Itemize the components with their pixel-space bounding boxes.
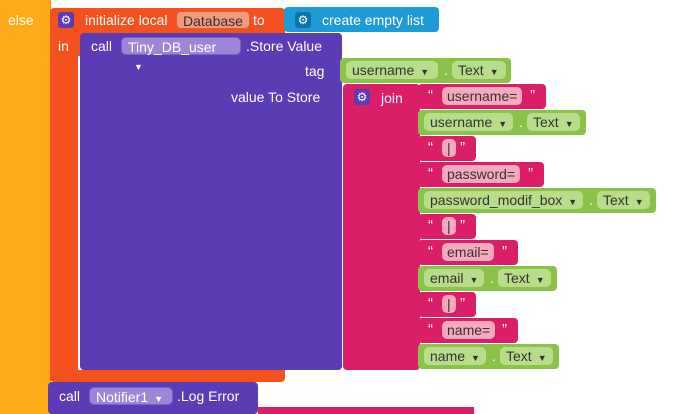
local-variable-name[interactable]: Database: [176, 11, 250, 29]
in-label: in: [58, 38, 69, 54]
gear-icon[interactable]: ⚙: [58, 12, 74, 28]
text-string-value[interactable]: name=: [442, 321, 496, 339]
text-string-block[interactable]: “ name= ”: [418, 318, 518, 343]
component-dropdown[interactable]: Tiny_DB_user ▼: [121, 37, 241, 72]
dot-separator: .: [444, 62, 448, 78]
getter-block[interactable]: name ▼. Text ▼: [418, 344, 559, 369]
getter-component-dropdown[interactable]: password_modif_box ▼: [424, 191, 584, 209]
chevron-down-icon: ▼: [537, 353, 547, 363]
log-error-method: .Log Error: [177, 388, 240, 404]
create-empty-list-label: create empty list: [322, 12, 424, 28]
close-quote: ”: [460, 139, 465, 156]
component-name: Tiny_DB_user: [128, 39, 217, 55]
text-string-block[interactable]: “ |”: [418, 214, 476, 239]
gear-icon[interactable]: ⚙: [354, 89, 370, 105]
getter-component-dropdown[interactable]: name ▼: [424, 347, 486, 365]
getter-component-dropdown[interactable]: username ▼: [424, 113, 514, 131]
getter-property-name: Text: [504, 270, 530, 286]
getter-property-dropdown[interactable]: Text ▼: [597, 191, 650, 209]
getter-property-name: Text: [533, 114, 559, 130]
chevron-down-icon: ▼: [471, 353, 480, 363]
close-quote: ”: [530, 87, 535, 104]
call-label: call: [91, 38, 113, 54]
dot-separator: .: [519, 114, 523, 130]
chevron-down-icon: ▼: [568, 197, 578, 207]
getter-property-dropdown[interactable]: Text ▼: [498, 269, 551, 287]
chevron-down-icon: ▼: [498, 119, 508, 129]
close-quote: ”: [460, 217, 465, 234]
chevron-down-icon: ▼: [564, 119, 574, 129]
getter-property-dropdown[interactable]: Text ▼: [527, 113, 580, 131]
join-block[interactable]: [343, 84, 420, 370]
dot-separator: .: [589, 192, 593, 208]
text-string-value[interactable]: email=: [442, 243, 494, 261]
join-label: join: [381, 90, 403, 106]
text-string-value[interactable]: |: [442, 139, 456, 157]
getter-property-name: Text: [506, 348, 532, 364]
close-quote: ”: [460, 295, 465, 312]
getter-property-name: Text: [603, 192, 629, 208]
getter-component-dropdown[interactable]: username▼: [346, 61, 438, 79]
getter-block[interactable]: password_modif_box ▼. Text ▼: [418, 188, 656, 213]
to-label: to: [253, 12, 265, 28]
chevron-down-icon: ▼: [634, 197, 644, 207]
text-string-value[interactable]: password=: [442, 165, 521, 183]
open-quote: “: [428, 243, 433, 260]
getter-property-dropdown[interactable]: Text ▼: [500, 347, 553, 365]
chevron-down-icon: ▼: [535, 275, 545, 285]
open-quote: “: [428, 165, 433, 182]
chevron-down-icon: ▼: [489, 67, 499, 77]
log-error-arg-block[interactable]: [258, 407, 474, 414]
tag-getter-block[interactable]: username▼ . Text▼: [340, 58, 511, 83]
getter-property-dropdown[interactable]: Text▼: [452, 61, 506, 79]
dot-separator: .: [490, 270, 494, 286]
getter-component-name: password_modif_box: [430, 192, 563, 208]
value-to-store-label: value To Store: [231, 89, 321, 105]
open-quote: “: [428, 217, 433, 234]
dot-separator: .: [492, 348, 496, 364]
chevron-down-icon: ▼: [134, 62, 143, 72]
text-string-value[interactable]: |: [442, 217, 456, 235]
close-quote: ”: [528, 165, 533, 182]
getter-component-name: name: [430, 348, 466, 364]
text-string-block[interactable]: “ username= ”: [418, 84, 546, 109]
notifier-dropdown[interactable]: Notifier1▼: [89, 387, 173, 405]
call-label: call: [59, 388, 81, 404]
getter-component-name: username: [430, 114, 493, 130]
store-value-method: .Store Value: [246, 38, 323, 54]
text-string-block[interactable]: “ email= ”: [418, 240, 518, 265]
initialize-local-label: initialize local: [85, 12, 168, 28]
open-quote: “: [428, 139, 433, 156]
close-quote: ”: [502, 243, 507, 260]
getter-block[interactable]: username ▼. Text ▼: [418, 110, 586, 135]
open-quote: “: [428, 87, 433, 104]
text-string-value[interactable]: |: [442, 295, 456, 313]
open-quote: “: [428, 295, 433, 312]
text-string-value[interactable]: username=: [442, 87, 523, 105]
text-string-block[interactable]: “ |”: [418, 292, 476, 317]
text-string-block[interactable]: “ |”: [418, 136, 476, 161]
chevron-down-icon: ▼: [154, 394, 164, 404]
chevron-down-icon: ▼: [420, 67, 430, 77]
else-label: else: [8, 12, 34, 28]
getter-block[interactable]: email ▼. Text ▼: [418, 266, 557, 291]
else-block[interactable]: [0, 0, 51, 414]
getter-component-dropdown[interactable]: email ▼: [424, 269, 485, 287]
tag-label: tag: [305, 63, 325, 79]
chevron-down-icon: ▼: [469, 275, 479, 285]
text-string-block[interactable]: “ password= ”: [418, 162, 544, 187]
open-quote: “: [428, 321, 433, 338]
gear-icon[interactable]: ⚙: [295, 12, 311, 28]
getter-component-name: email: [430, 270, 464, 286]
store-value-block[interactable]: [80, 33, 342, 370]
close-quote: ”: [502, 321, 507, 338]
